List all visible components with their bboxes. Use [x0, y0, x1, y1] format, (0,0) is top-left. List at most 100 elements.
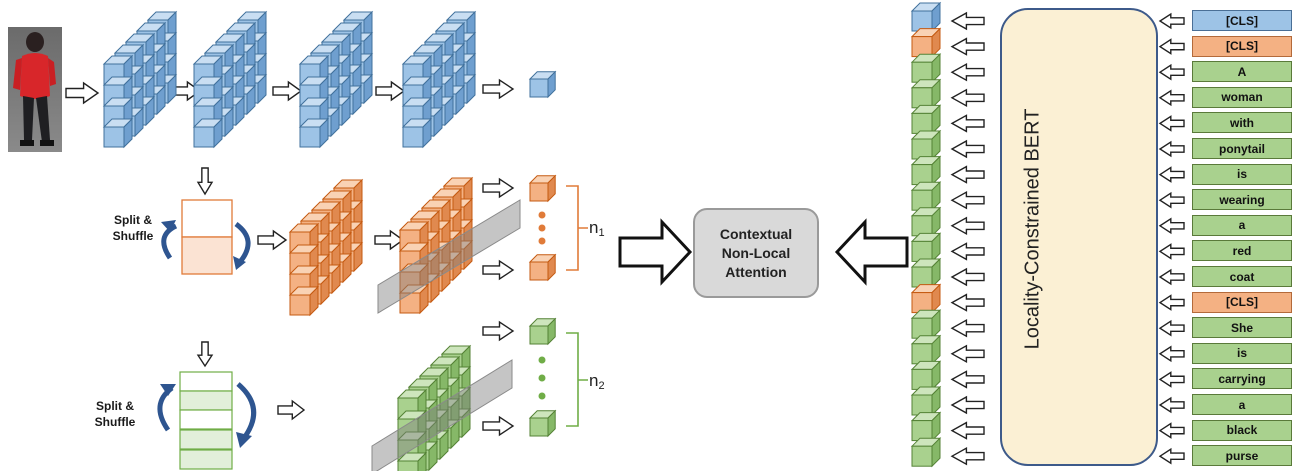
output-arrow: [950, 370, 985, 389]
input-arrow: [1158, 217, 1185, 235]
shuffle-arrowhead-icon: [160, 384, 176, 396]
token-box: with: [1192, 112, 1292, 134]
output-arrow: [950, 37, 985, 56]
shuffle-arrowhead-icon: [236, 432, 252, 448]
token-box: red: [1192, 240, 1292, 262]
input-arrow: [1158, 396, 1185, 414]
input-arrow: [1158, 166, 1185, 183]
output-arrow: [950, 421, 985, 440]
shuffle-curve-icon: [234, 221, 251, 264]
token-box: woman: [1192, 86, 1292, 108]
token-box: [CLS]: [1192, 291, 1292, 313]
token-box: a: [1192, 214, 1292, 236]
split-shuffle-label: Split & Shuffle: [112, 213, 154, 243]
n1-label: n1: [589, 218, 605, 239]
shuffle-curve-icon: [157, 385, 174, 432]
split-part-bottom: [181, 236, 233, 275]
text-feature-cube: [910, 385, 942, 417]
token-box: wearing: [1192, 189, 1292, 211]
input-arrow: [1158, 89, 1185, 107]
attention-label-line: Contextual: [719, 225, 793, 242]
output-arrow: [950, 11, 985, 31]
token-box: black: [1192, 419, 1292, 441]
text-feature-cube: [910, 436, 942, 468]
shuffle-arrowhead-icon: [161, 220, 176, 232]
feature-cube: [192, 117, 224, 149]
output-arrow: [950, 395, 985, 415]
ellipsis-dot: [538, 356, 546, 364]
token-box: She: [1192, 317, 1292, 339]
token-box: a: [1192, 394, 1292, 415]
input-arrow: [65, 81, 100, 105]
token-box: [CLS]: [1192, 10, 1292, 31]
feature-cube: [398, 283, 430, 315]
stage-arrow: [277, 399, 306, 421]
text-feature-cube: [910, 360, 942, 391]
input-arrow: [1158, 268, 1185, 286]
split-part-top: [181, 199, 233, 238]
text-feature-cube: [910, 27, 942, 58]
stage-arrow: [374, 229, 405, 251]
stage-arrow: [375, 80, 406, 102]
feature-cube: [298, 117, 330, 149]
output-arrow: [950, 242, 985, 261]
input-arrow: [1158, 12, 1185, 30]
contextual-non-local-attention-block: Contextual Non-Local Attention: [693, 208, 819, 298]
text-feature-cube: [910, 155, 942, 186]
output-arrow: [950, 114, 985, 133]
text-feature-cube: [910, 232, 942, 263]
shuffle-arrowhead-icon: [233, 256, 246, 270]
text-feature-cube: [910, 257, 942, 289]
text-feature-cube: [910, 308, 942, 340]
locality-constrained-bert-panel: [1000, 8, 1158, 466]
text-feature-cube: [910, 411, 942, 442]
input-arrow: [1158, 243, 1185, 260]
text-feature-cube: [910, 129, 942, 161]
feature-cube: [396, 451, 428, 471]
output-arrow: [950, 447, 985, 466]
output-arrow: [950, 191, 985, 210]
token-box: carrying: [1192, 368, 1292, 390]
text-feature-cube: [910, 180, 942, 212]
input-arrow: [1158, 38, 1185, 55]
ellipsis-dot: [538, 374, 546, 382]
output-arrow: [950, 319, 985, 338]
split-part: [179, 429, 233, 450]
output-arrow: [950, 165, 985, 184]
pedestrian-image: [8, 27, 62, 152]
shuffle-curve-icon: [236, 382, 257, 440]
attention-label-line: Non-Local: [721, 244, 791, 261]
n2-bracket: [566, 332, 588, 427]
part-arrow: [482, 320, 515, 342]
ellipsis-dot: [538, 237, 546, 245]
split-part: [179, 409, 233, 430]
token-box: purse: [1192, 445, 1292, 467]
visual-to-attention-arrow: [618, 218, 693, 286]
split-part: [179, 449, 233, 470]
split-part: [179, 390, 233, 411]
token-box: is: [1192, 342, 1292, 364]
text-feature-cube: [910, 206, 942, 238]
feature-cube: [401, 117, 433, 149]
feature-cube: [528, 409, 557, 438]
feature-cube: [288, 285, 320, 317]
output-arrow: [950, 63, 985, 82]
feature-cube: [288, 222, 320, 254]
input-arrow: [1158, 345, 1185, 363]
input-arrow: [1158, 191, 1185, 209]
n2-label: n2: [589, 371, 605, 392]
split-part: [179, 371, 233, 392]
feature-cube: [528, 253, 557, 282]
part-arrow: [482, 177, 515, 199]
partition-plane: [371, 359, 513, 471]
input-arrow: [1158, 140, 1185, 158]
ellipsis-dot: [538, 211, 546, 219]
feature-cube: [102, 117, 134, 149]
output-arrow: [950, 344, 985, 363]
text-feature-cube: [910, 1, 942, 33]
ellipsis-dot: [538, 392, 546, 400]
part-arrow: [482, 415, 515, 437]
token-box: is: [1192, 163, 1292, 185]
partition-plane: [377, 199, 521, 314]
input-arrow: [1158, 447, 1185, 465]
